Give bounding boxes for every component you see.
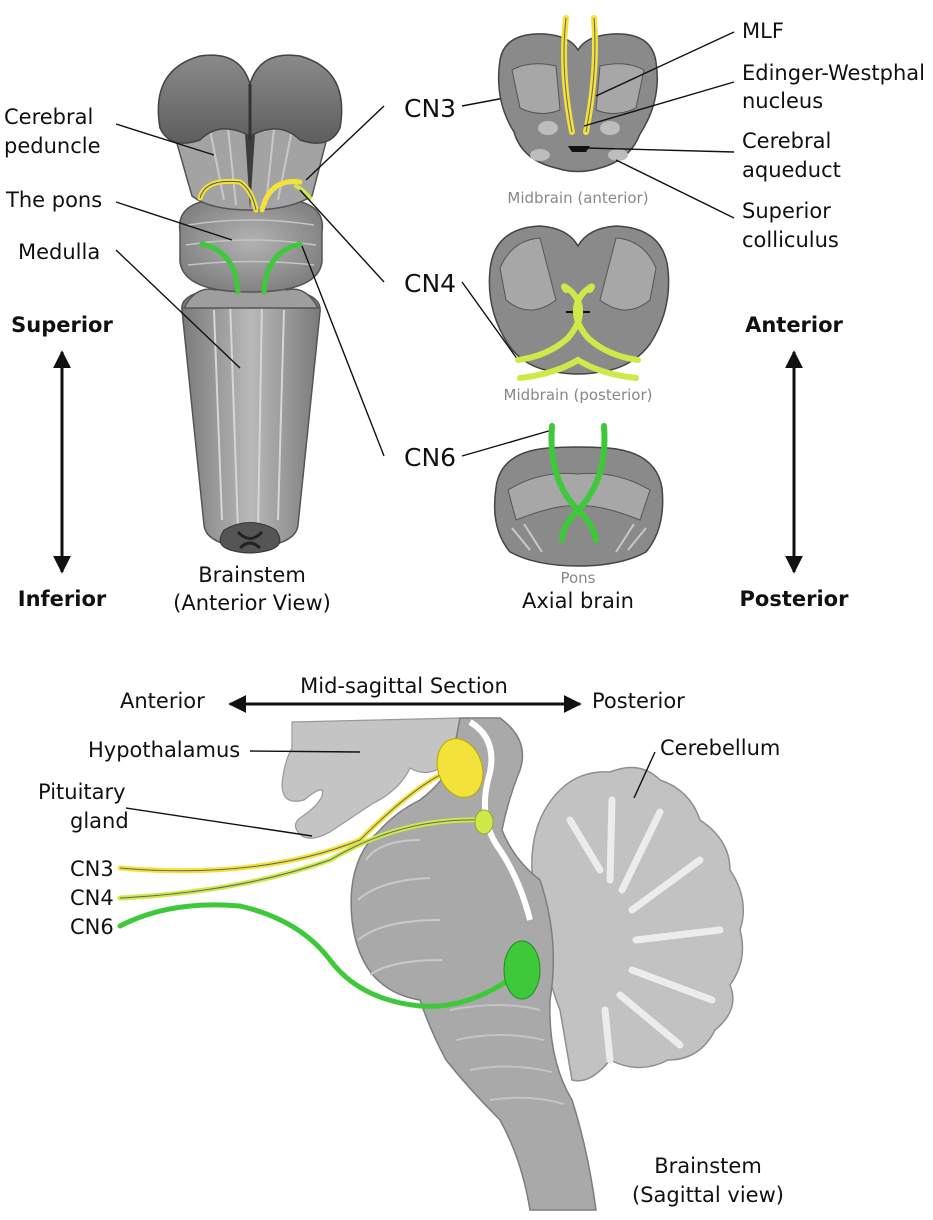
cn6-nerve-sagittal: [117, 902, 523, 1009]
pituitary-label-line2: gland: [70, 809, 129, 833]
sagittal-header: Mid-sagittal Section Anterior Posterior: [120, 674, 685, 713]
cn6-nerve-anterior: [199, 241, 241, 295]
superior-colliculus-label-line1: Superior: [742, 199, 831, 223]
mlf-label: MLF: [742, 19, 784, 43]
sagittal-cn3-label: CN3: [70, 857, 114, 881]
axial-pons: [493, 423, 664, 567]
cerebral-aqueduct-label-line2: aqueduct: [742, 158, 841, 182]
cn4-nerve-anterior: [294, 184, 312, 200]
axial-brain-caption: Axial brain: [522, 589, 634, 613]
sagittal-labels: Hypothalamus Pituitary gland Cerebellum …: [38, 736, 784, 1207]
posterior-label: Posterior: [740, 587, 850, 611]
sagittal-illustration: [117, 717, 745, 1211]
anterior-view-caption-line1: Brainstem: [198, 563, 306, 587]
sagittal-posterior-label: Posterior: [592, 689, 685, 713]
anterior-view-labels: Cerebral peduncle The pons Medulla Brain…: [4, 105, 331, 615]
hypothalamus-shape: [281, 717, 464, 839]
brainstem-anterior-illustration: [157, 54, 343, 554]
pituitary-label-line1: Pituitary: [38, 780, 126, 804]
cn4-label: CN4: [404, 269, 456, 298]
cn3-label: CN3: [404, 94, 456, 123]
cn4-nucleus: [474, 809, 494, 835]
cn3-nucleus: [436, 738, 484, 798]
cn6-label: CN6: [404, 443, 456, 472]
superior-colliculus-label-line2: colliculus: [742, 228, 839, 252]
axial-labels: MLF Edinger-Westphal nucleus Cerebral aq…: [583, 19, 925, 611]
anterior-label: Anterior: [745, 313, 843, 337]
cerebellum-shape: [531, 766, 745, 1082]
section-pons-label: Pons: [560, 569, 595, 587]
axial-midbrain-posterior: [488, 225, 670, 381]
edinger-westphal-label-line2: nucleus: [742, 89, 823, 113]
sagittal-caption-line1: Brainstem: [654, 1154, 762, 1178]
anterior-view-caption-line2: (Anterior View): [173, 591, 331, 615]
cerebral-peduncle-label-line1: Cerebral: [4, 105, 93, 129]
cerebral-aqueduct-label-line1: Cerebral: [742, 129, 831, 153]
inferior-label: Inferior: [18, 587, 107, 611]
cerebral-peduncle-label-line2: peduncle: [4, 134, 101, 158]
cerebellum-label: Cerebellum: [660, 736, 780, 760]
cn6-nucleus: [503, 940, 541, 1000]
sagittal-title: Mid-sagittal Section: [300, 674, 508, 698]
medulla-label: Medulla: [18, 240, 100, 264]
sagittal-cn4-label: CN4: [70, 886, 114, 910]
axial-midbrain-anterior: [497, 15, 659, 173]
hypothalamus-label: Hypothalamus: [88, 738, 240, 762]
cranial-nerve-labels: CN3 CN4 CN6: [299, 85, 569, 472]
section-midbrain-anterior-label: Midbrain (anterior): [507, 189, 648, 207]
sagittal-cn6-label: CN6: [70, 915, 114, 939]
superior-label: Superior: [11, 313, 113, 337]
sagittal-anterior-label: Anterior: [120, 689, 205, 713]
sagittal-caption-line2: (Sagittal view): [632, 1183, 784, 1207]
pons-label: The pons: [5, 188, 102, 212]
section-midbrain-posterior-label: Midbrain (posterior): [504, 386, 653, 404]
edinger-westphal-label-line1: Edinger-Westphal: [742, 61, 925, 85]
medulla-shape: [181, 291, 321, 549]
